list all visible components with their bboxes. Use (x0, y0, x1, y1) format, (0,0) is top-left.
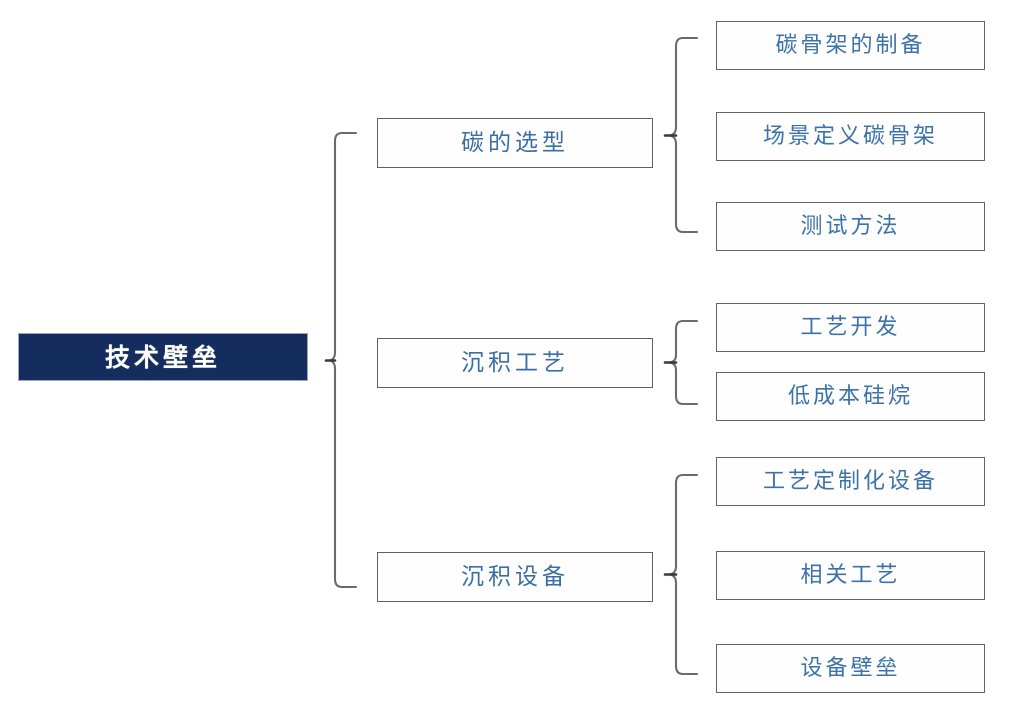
leaf-node-low-cost-silane[interactable]: 低成本硅烷 (716, 372, 985, 421)
leaf-node-label: 低成本硅烷 (787, 383, 913, 409)
branch-node-deposition-equipment[interactable]: 沉积设备 (377, 552, 653, 602)
branch-node-carbon-selection[interactable]: 碳的选型 (377, 118, 653, 168)
leaf-node-equipment-barrier[interactable]: 设备壁垒 (716, 644, 985, 693)
root-node-technical-barrier[interactable]: 技术壁垒 (18, 333, 308, 381)
branch-node-label: 沉积设备 (461, 563, 569, 590)
leaf-node-process-customized-equipment[interactable]: 工艺定制化设备 (716, 457, 985, 506)
leaf-node-label: 工艺定制化设备 (762, 468, 938, 494)
bracket-branch-1-to-leaves (663, 35, 701, 235)
leaf-node-related-process[interactable]: 相关工艺 (716, 551, 985, 600)
bracket-branch-3-to-leaves (663, 472, 701, 677)
bracket-root-to-branches (324, 130, 362, 590)
leaf-node-scenario-defined-carbon-skeleton[interactable]: 场景定义碳骨架 (716, 112, 985, 161)
leaf-node-process-development[interactable]: 工艺开发 (716, 303, 985, 352)
branch-node-label: 碳的选型 (461, 129, 569, 156)
root-node-label: 技术壁垒 (104, 342, 221, 372)
branch-node-label: 沉积工艺 (461, 349, 569, 376)
leaf-node-carbon-skeleton-preparation[interactable]: 碳骨架的制备 (716, 21, 985, 70)
leaf-node-label: 测试方法 (800, 213, 901, 239)
leaf-node-label: 碳骨架的制备 (775, 32, 926, 58)
leaf-node-testing-method[interactable]: 测试方法 (716, 202, 985, 251)
branch-node-deposition-process[interactable]: 沉积工艺 (377, 338, 653, 388)
leaf-node-label: 设备壁垒 (800, 655, 901, 681)
leaf-node-label: 工艺开发 (800, 314, 901, 340)
bracket-branch-2-to-leaves (663, 318, 701, 408)
leaf-node-label: 场景定义碳骨架 (762, 123, 938, 149)
leaf-node-label: 相关工艺 (800, 562, 901, 588)
